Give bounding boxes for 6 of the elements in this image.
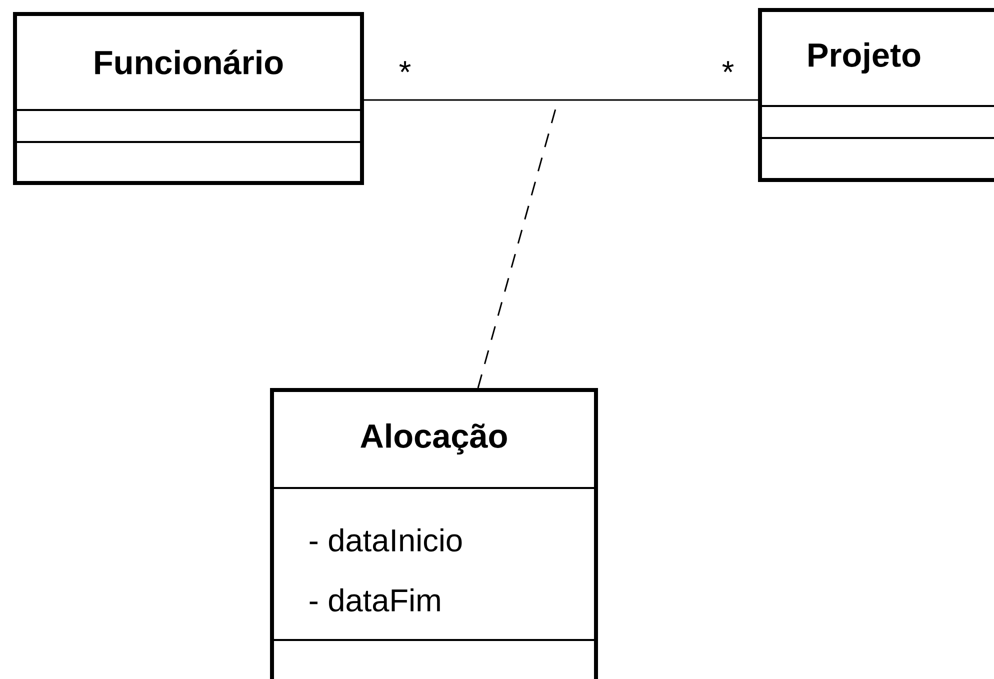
multiplicity: * <box>399 61 411 72</box>
class-box: Alocação - dataInicio - dataFim <box>270 388 598 679</box>
class-box: Funcionário <box>13 12 364 185</box>
class-box: Projeto <box>758 8 994 182</box>
association-line <box>364 99 758 101</box>
multiplicity: * <box>722 61 734 72</box>
